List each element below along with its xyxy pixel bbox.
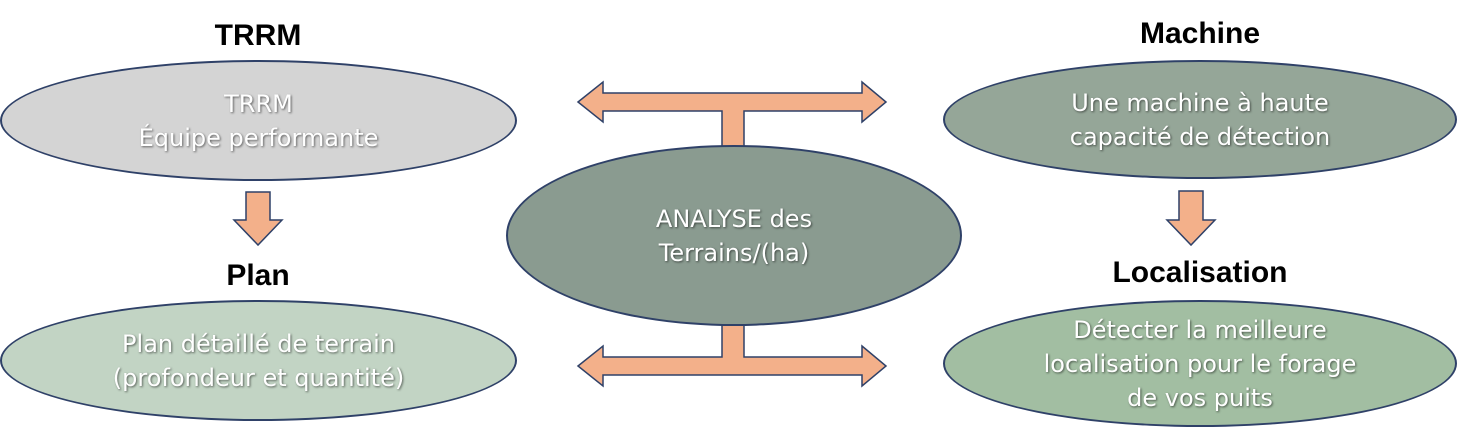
bottom-double-arrow-shape [576,321,888,388]
plan-line1: Plan détaillé de terrain [122,329,395,358]
trrm-to-plan-arrow [232,191,284,247]
localisation-heading: Localisation [1112,256,1288,289]
center-line2: Terrains/(ha) [658,238,810,267]
trrm-heading: TRRM [214,19,302,52]
top-double-arrow-shape [576,80,888,151]
localisation-ellipse-text: Détecter la meilleure localisation pour … [1044,313,1357,415]
machine-line2: capacité de détection [1069,122,1331,151]
localisation-ellipse: Détecter la meilleure localisation pour … [943,300,1457,427]
plan-line2: (profondeur et quantité) [112,363,405,392]
machine-ellipse-text: Une machine à haute capacité de détectio… [1070,86,1330,154]
center-analysis-ellipse: ANALYSE des Terrains/(ha) [506,145,962,326]
plan-ellipse: Plan détaillé de terrain (profondeur et … [0,300,517,421]
localisation-line1: Détecter la meilleure [1073,315,1327,344]
machine-line1: Une machine à haute [1071,88,1329,117]
center-ellipse-text: ANALYSE des Terrains/(ha) [656,202,812,270]
trrm-line1: TRRM [224,89,293,118]
plan-ellipse-text: Plan détaillé de terrain (profondeur et … [113,327,404,395]
trrm-line2: Équipe performante [138,123,379,152]
localisation-line3: de vos puits [1127,383,1273,412]
plan-heading: Plan [226,259,290,292]
machine-heading: Machine [1139,17,1261,50]
localisation-line2: localisation pour le forage [1043,349,1357,378]
machine-to-localisation-arrow [1165,190,1217,247]
machine-ellipse: Une machine à haute capacité de détectio… [943,60,1457,179]
center-line1: ANALYSE des [655,204,813,233]
trrm-ellipse: TRRM Équipe performante [0,60,517,181]
trrm-ellipse-text: TRRM Équipe performante [139,87,379,155]
